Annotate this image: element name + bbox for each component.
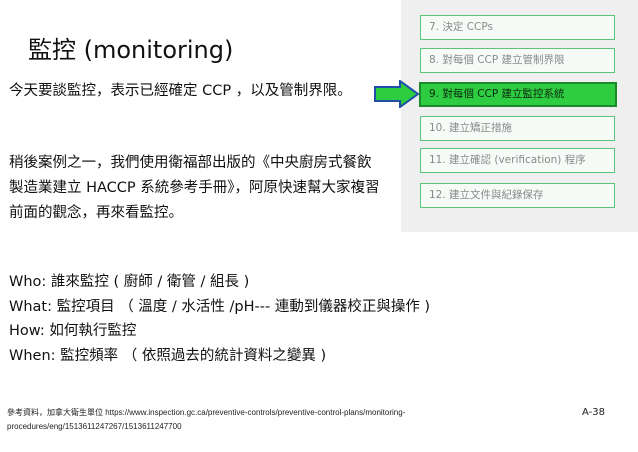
step-10: 10. 建立矯正措施 [420,116,615,141]
step-7: 7. 決定 CCPs [420,15,615,40]
arrow-right-icon [374,80,420,108]
step-12: 12. 建立文件與紀錄保存 [420,183,615,208]
intro-paragraph: 今天要談監控，表示已經確定 CCP ，以及管制界限。 [9,83,352,99]
question-who: Who: 誰來監控 ( 廚師 / 衛管 / 組長 ) [9,274,250,290]
question-when: When: 監控頻率 （ 依照過去的統計資料之變異 ) [9,347,327,364]
page-number: A-38 [582,407,605,418]
question-what: What: 監控項目 （ 溫度 / 水活性 /pH--- 連動到儀器校正與操作 … [9,298,431,315]
reference-note: 參考資料，加拿大衛生單位 https://www.inspection.gc.c… [7,408,406,431]
question-how: How: 如何執行監控 [9,323,137,339]
monitoring-questions: Who: 誰來監控 ( 廚師 / 衛管 / 組長 ) What: 監控項目 （ … [9,270,430,368]
case-study-paragraph: 稍後案例之一，我們使用衛福部出版的《中央廚房式餐飲製造業建立 HACCP 系統參… [9,155,380,221]
page-title: 監控 (monitoring) [28,36,234,64]
step-9-active: 9. 對每個 CCP 建立監控系統 [419,82,617,107]
step-11: 11. 建立確認 (verification) 程序 [420,148,615,173]
step-8: 8. 對每個 CCP 建立管制界限 [420,48,615,73]
